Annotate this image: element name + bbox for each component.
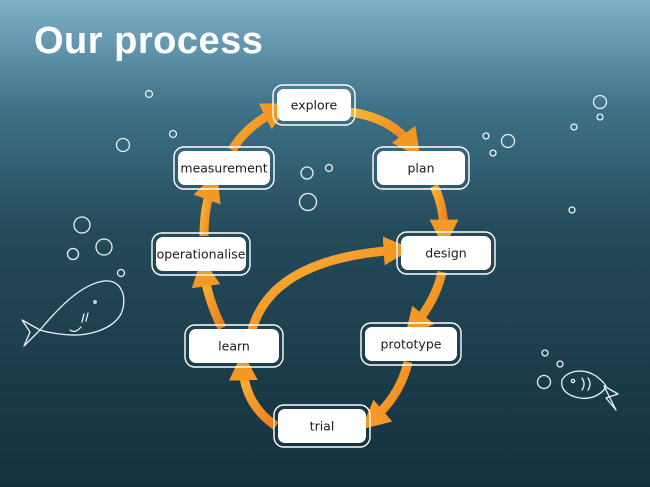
node-trial: trial <box>273 404 371 448</box>
arrow-measurement-to-explore <box>228 103 291 153</box>
arrow-prototype-to-trial <box>361 360 413 430</box>
process-nodes: explore plan design prototype trial learn oper… <box>151 84 496 448</box>
bubble-icon <box>66 89 608 390</box>
fish-icon <box>561 370 619 411</box>
node-label-measurement: measurement <box>180 161 267 176</box>
slide-title: Our process <box>34 20 264 62</box>
node-prototype: prototype <box>360 322 462 366</box>
node-label-operationalise: operationalise <box>157 247 246 262</box>
arrow-operationalise-to-measurement <box>193 172 221 237</box>
cycle-arrows <box>191 103 459 430</box>
whale-icon <box>21 280 125 347</box>
node-label-prototype: prototype <box>381 337 442 352</box>
node-explore: explore <box>272 84 356 126</box>
arrow-design-to-prototype <box>404 270 447 337</box>
node-plan: plan <box>372 146 470 190</box>
arrow-learn-to-design <box>247 236 413 332</box>
node-label-design: design <box>425 246 466 261</box>
node-learn: learn <box>184 324 284 368</box>
node-operationalise: operationalise <box>151 232 251 276</box>
arrow-explore-to-plan <box>349 107 421 158</box>
node-label-explore: explore <box>291 98 338 113</box>
node-design: design <box>396 231 496 275</box>
node-label-trial: trial <box>310 419 335 434</box>
arrow-plan-to-design <box>429 183 459 249</box>
node-measurement: measurement <box>173 146 275 190</box>
node-label-learn: learn <box>218 339 250 354</box>
arrow-trial-to-learn <box>228 351 279 430</box>
arrow-learn-to-operationalise <box>191 257 227 331</box>
node-label-plan: plan <box>408 161 435 176</box>
